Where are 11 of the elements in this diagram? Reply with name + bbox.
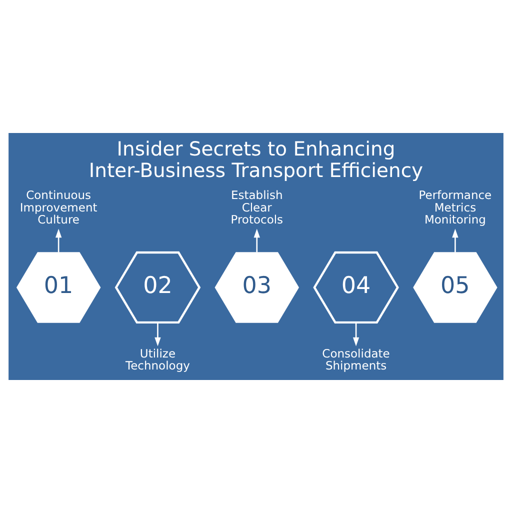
node-text: Performance Metrics Monitoring: [418, 187, 492, 226]
arrow: [352, 322, 360, 346]
arrow: [154, 322, 161, 346]
arrow: [452, 228, 458, 252]
node-text: Consolidate Shipments: [322, 346, 390, 372]
diagram-title: Insider Secrets to Enhancing Inter-Business Transport Efficiency: [88, 137, 424, 182]
arrow: [55, 228, 62, 252]
node-text: Utilize Technology: [126, 346, 190, 372]
arrow: [254, 228, 260, 252]
node-text: Establish Clear Protocols: [230, 187, 284, 226]
node-text: Continuous Improvement Culture: [20, 187, 98, 226]
